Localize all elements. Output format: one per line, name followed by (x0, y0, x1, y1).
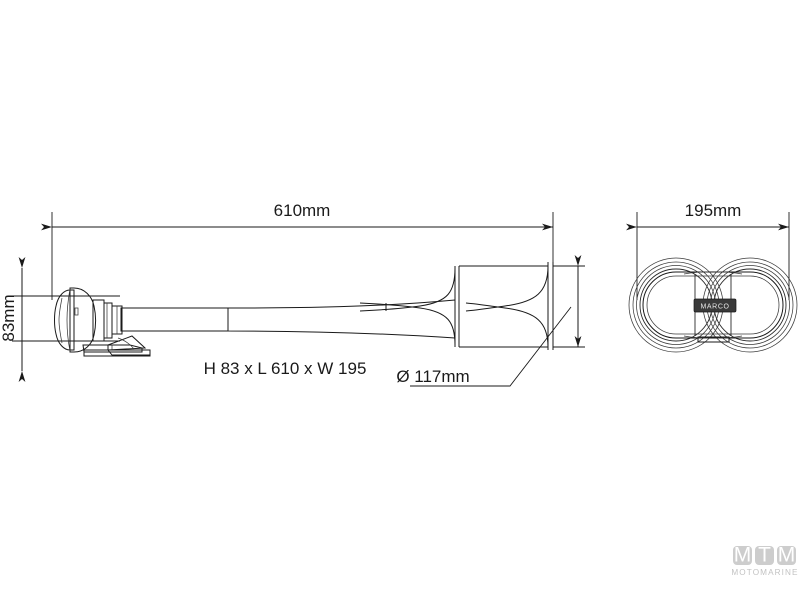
overall-spec-label: H 83 x L 610 x W 195 (204, 359, 367, 378)
width-dimension-195mm: 195mm (626, 201, 790, 300)
badge-plate (693, 298, 737, 313)
outer-bell-mouth (385, 262, 554, 350)
badge-label: MARCO (700, 304, 729, 311)
compressor-housing (54, 287, 96, 353)
height-dimension-83mm: 83mm (0, 257, 120, 382)
bell-mouth-upper-curve (465, 265, 549, 312)
inner-bell-flare (359, 266, 460, 347)
height-dimension-label: 83mm (0, 294, 18, 341)
watermark-box-3 (777, 546, 796, 565)
mounting-bracket (82, 335, 151, 357)
product-badge: MARCO (693, 298, 737, 313)
bell-mouth-lower-curve (465, 302, 549, 348)
side-elevation-view: Ø 117mm (54, 255, 585, 387)
diameter-leader-line (410, 306, 572, 387)
watermark-logo: M T M MOTOMARINE (731, 544, 798, 578)
front-elevation-view: MARCO (628, 257, 798, 353)
bell-upper-curve (359, 267, 456, 312)
length-dimension-label: 610mm (274, 201, 331, 220)
bell-lower-curve (359, 302, 456, 346)
watermark-letter-1: M (734, 544, 752, 567)
width-dimension-label: 195mm (685, 201, 742, 220)
throat-coupling (92, 299, 123, 342)
watermark-wordmark: MOTOMARINE (731, 568, 798, 577)
watermark-letter-2: T (758, 544, 771, 567)
length-dimension-610mm: 610mm (41, 201, 554, 300)
bell-diameter-dimension: Ø 117mm (396, 255, 585, 387)
front-mounting-foot (697, 336, 730, 343)
horn-face-body (642, 271, 784, 343)
watermark-letter-3: M (778, 544, 796, 567)
watermark-box-2 (755, 546, 774, 565)
bell-diameter-label: Ø 117mm (396, 367, 469, 386)
watermark-box-1 (733, 546, 752, 565)
